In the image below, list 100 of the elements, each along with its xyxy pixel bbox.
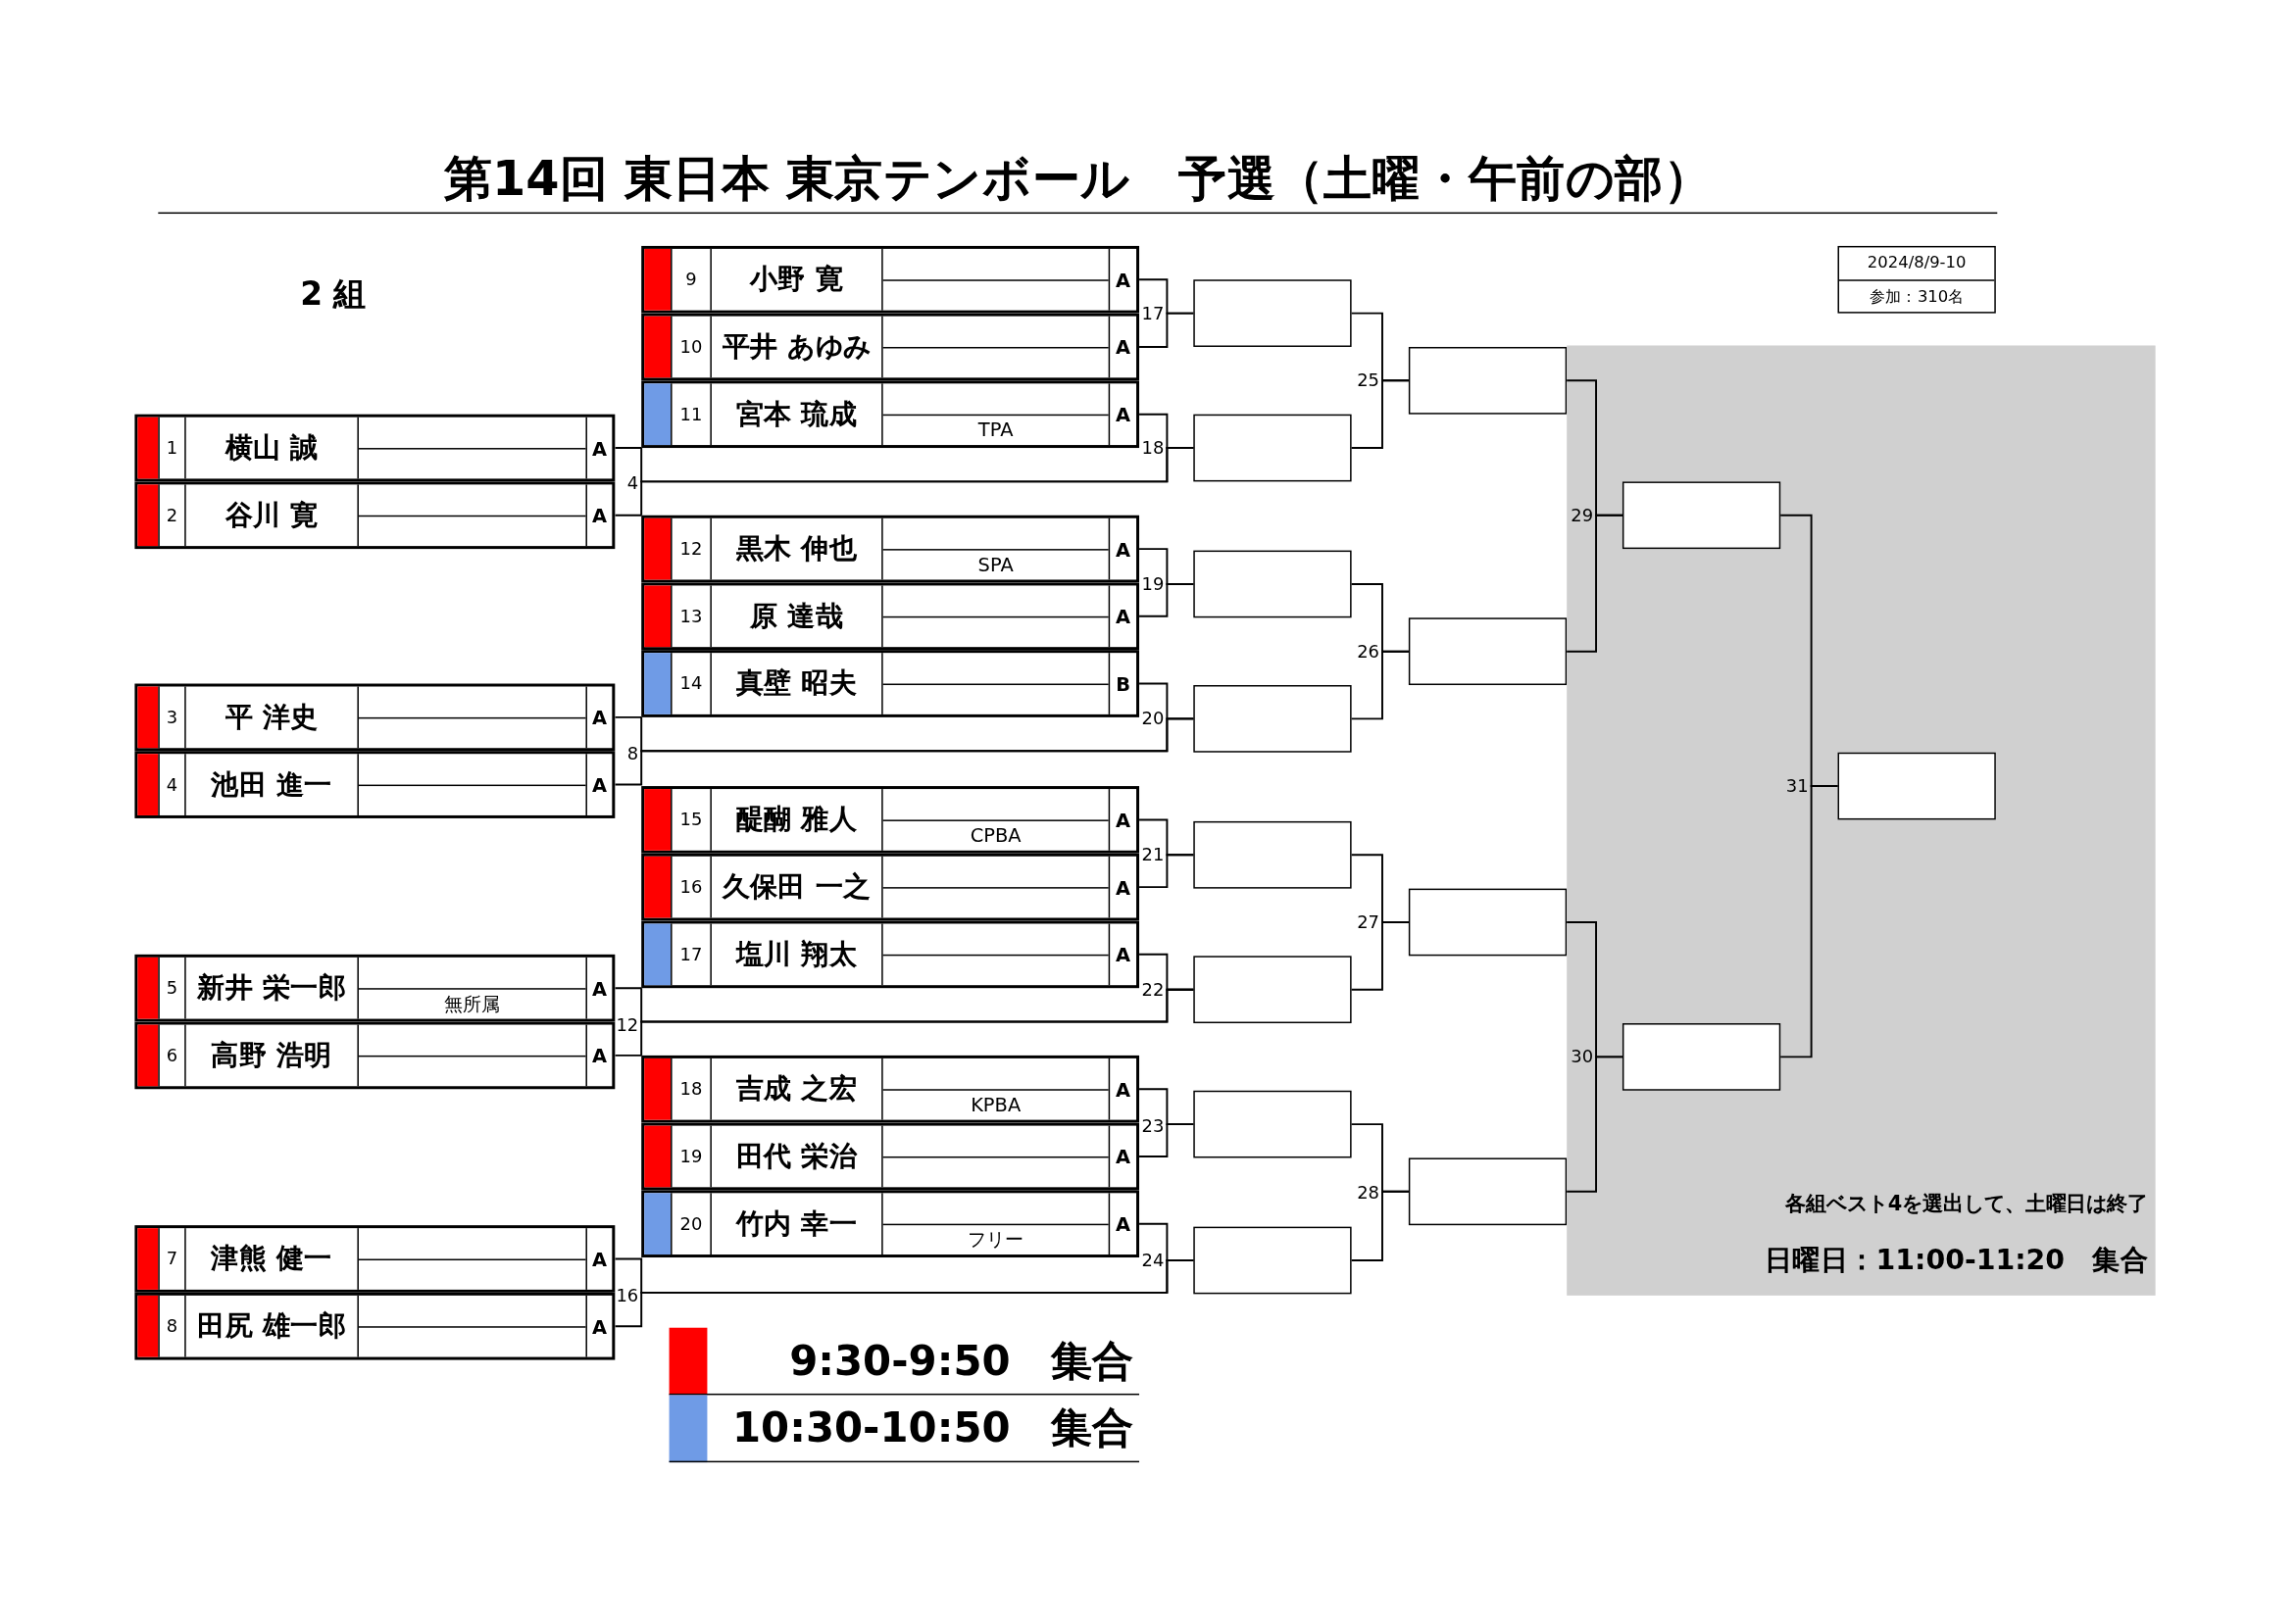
match-number: 20	[1141, 707, 1165, 731]
player-name: 久保田 一之	[722, 868, 872, 905]
seed-number: 15	[679, 809, 703, 830]
class-letter: A	[1116, 269, 1131, 291]
class-letter: A	[1116, 335, 1131, 359]
match-number: 30	[1571, 1045, 1594, 1069]
player-row	[134, 751, 616, 818]
player-name: 平 洋史	[225, 698, 319, 734]
player-row	[641, 582, 1140, 651]
bracket-line	[1138, 953, 1195, 991]
match-number: 23	[1141, 1114, 1165, 1138]
entrants-count: 参加：310名	[1869, 285, 1965, 308]
match-number: 29	[1571, 504, 1594, 527]
assembly-time-text: 日曜日：11:00-11:20 集合	[1765, 1242, 2149, 1277]
class-letter: A	[1116, 605, 1131, 627]
match-number: 28	[1357, 1181, 1379, 1205]
seed-number: 13	[679, 606, 703, 627]
class-letter: A	[1116, 809, 1131, 831]
seed-number: 19	[679, 1146, 703, 1167]
result-box	[1193, 1226, 1352, 1295]
player-name: 津熊 健一	[211, 1240, 332, 1276]
player-name: 高野 浩明	[211, 1037, 332, 1072]
match-number: 27	[1357, 910, 1379, 934]
seed-number: 12	[679, 538, 703, 560]
bracket-line	[1350, 379, 1410, 450]
class-letter: A	[1116, 403, 1131, 425]
player-name: 田尻 雄一郎	[197, 1307, 346, 1344]
seed-number: 3	[166, 707, 178, 728]
seed-number: 11	[679, 404, 703, 425]
result-box	[1622, 481, 1781, 550]
player-row	[641, 1055, 1140, 1123]
result-box	[1408, 347, 1568, 415]
result-box	[1193, 414, 1352, 482]
class-letter: A	[592, 977, 608, 1000]
player-row	[134, 1292, 616, 1360]
player-row	[134, 481, 616, 550]
class-letter: A	[1116, 943, 1131, 966]
player-row	[134, 954, 616, 1022]
player-row	[134, 414, 616, 482]
class-letter: A	[1116, 537, 1131, 561]
player-name: 田代 栄治	[735, 1138, 858, 1173]
player-name: 塩川 翔太	[735, 935, 858, 971]
bracket-line	[1350, 921, 1410, 991]
player-row	[134, 1021, 616, 1090]
group-label: 2 組	[300, 273, 367, 315]
legend-text: 10:30-10:50 集合	[732, 1402, 1134, 1454]
player-name: 谷川 寛	[225, 496, 319, 532]
player-name: 真壁 昭夫	[735, 664, 858, 701]
class-letter: B	[1116, 672, 1130, 695]
player-name: 吉成 之宏	[735, 1070, 858, 1107]
player-name: 小野 寛	[750, 261, 844, 297]
player-name: 池田 進一	[211, 765, 332, 802]
bracket-line	[1138, 583, 1195, 617]
bracket-line	[1138, 1222, 1195, 1261]
player-row	[641, 853, 1140, 921]
note-text: 各組ベスト4を選出して、土曜日は終了	[1785, 1191, 2149, 1217]
result-box	[1193, 550, 1352, 618]
class-letter: A	[1116, 875, 1131, 899]
class-letter: A	[592, 436, 608, 460]
player-row	[641, 245, 1140, 314]
player-name: 醍醐 雅人	[735, 801, 858, 837]
result-box	[1408, 888, 1568, 957]
player-row	[641, 1190, 1140, 1257]
player-row	[641, 515, 1140, 583]
affiliation-text: フリー	[967, 1226, 1024, 1253]
result-box	[1193, 820, 1352, 889]
player-name: 原 達哉	[750, 597, 844, 633]
seed-number: 7	[166, 1249, 178, 1269]
seed-number: 4	[166, 774, 178, 796]
seed-number: 18	[679, 1078, 703, 1100]
legend-text: 9:30-9:50 集合	[789, 1335, 1134, 1387]
player-row	[134, 1225, 616, 1293]
seed-number: 14	[679, 673, 703, 694]
class-letter: A	[1116, 1212, 1131, 1235]
match-number: 25	[1357, 369, 1379, 393]
bracket-line	[1779, 785, 1839, 1058]
bracket-line	[1350, 650, 1410, 720]
affiliation-text: 無所属	[443, 991, 501, 1016]
match-number: 18	[1141, 436, 1165, 460]
info-box	[1837, 245, 1996, 314]
player-row	[641, 1122, 1140, 1191]
bracket-line	[1138, 854, 1195, 889]
shaded-panel	[1567, 345, 2156, 1296]
player-row	[641, 380, 1140, 449]
player-name: 横山 誠	[225, 429, 319, 465]
result-box	[1193, 1090, 1352, 1158]
player-name: 宮本 琉成	[735, 395, 858, 431]
affiliation-text: KPBA	[971, 1094, 1022, 1116]
match-number: 31	[1785, 774, 1809, 798]
player-row	[641, 786, 1140, 854]
class-letter: A	[592, 706, 608, 729]
player-name: 黒木 伸也	[735, 530, 858, 566]
class-letter: A	[1116, 1145, 1131, 1168]
player-row	[641, 313, 1140, 381]
class-letter: A	[592, 504, 608, 526]
match-number: 21	[1141, 843, 1165, 867]
result-box	[1193, 685, 1352, 753]
player-row	[641, 650, 1140, 717]
match-number: 22	[1141, 978, 1165, 1002]
class-letter: A	[592, 773, 608, 796]
